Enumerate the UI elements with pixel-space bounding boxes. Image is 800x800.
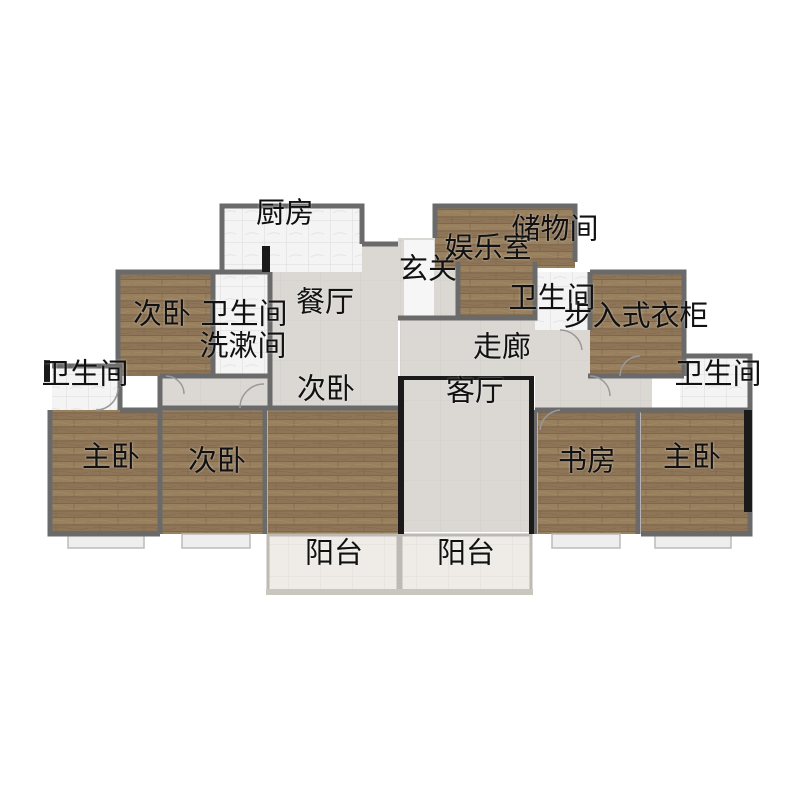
- door-swings: [95, 329, 641, 431]
- tile-floor-areas: [52, 206, 750, 410]
- master-bedroom-right-floor: [641, 410, 749, 534]
- bath-center-floor: [535, 272, 591, 330]
- balcony-left-floor: [266, 533, 400, 595]
- thick-walls: [44, 246, 752, 534]
- living-room-floor: [403, 378, 533, 532]
- secondary-bedroom-mid-floor: [268, 408, 398, 534]
- right-hall-floor: [588, 376, 652, 408]
- balcony-areas: [266, 533, 533, 595]
- master-bedroom-left-floor: [50, 410, 160, 534]
- balcony-left-railing: [266, 589, 400, 595]
- balcony-right-railing: [399, 589, 533, 595]
- walls: [47, 203, 753, 537]
- balcony-right-floor: [399, 533, 533, 595]
- study-floor: [538, 410, 638, 534]
- entry-shelf: [404, 240, 434, 316]
- washroom-floor: [213, 346, 270, 376]
- corridor-right-floor: [535, 330, 590, 410]
- bath-far-right-floor: [680, 356, 750, 410]
- bath-far-left-floor: [52, 366, 120, 410]
- wood-floor-areas: [50, 206, 749, 534]
- kitchen-floor: [222, 206, 362, 272]
- storage-floor: [435, 206, 575, 268]
- secondary-bedroom-bottom-floor: [162, 408, 265, 534]
- entertainment-floor: [458, 262, 535, 318]
- window-sills: [67, 533, 732, 549]
- secondary-bedroom-top-floor: [118, 272, 213, 376]
- bath-top-left-floor: [213, 272, 270, 346]
- walk-in-closet-floor: [590, 272, 684, 376]
- left-hall-floor: [160, 376, 400, 408]
